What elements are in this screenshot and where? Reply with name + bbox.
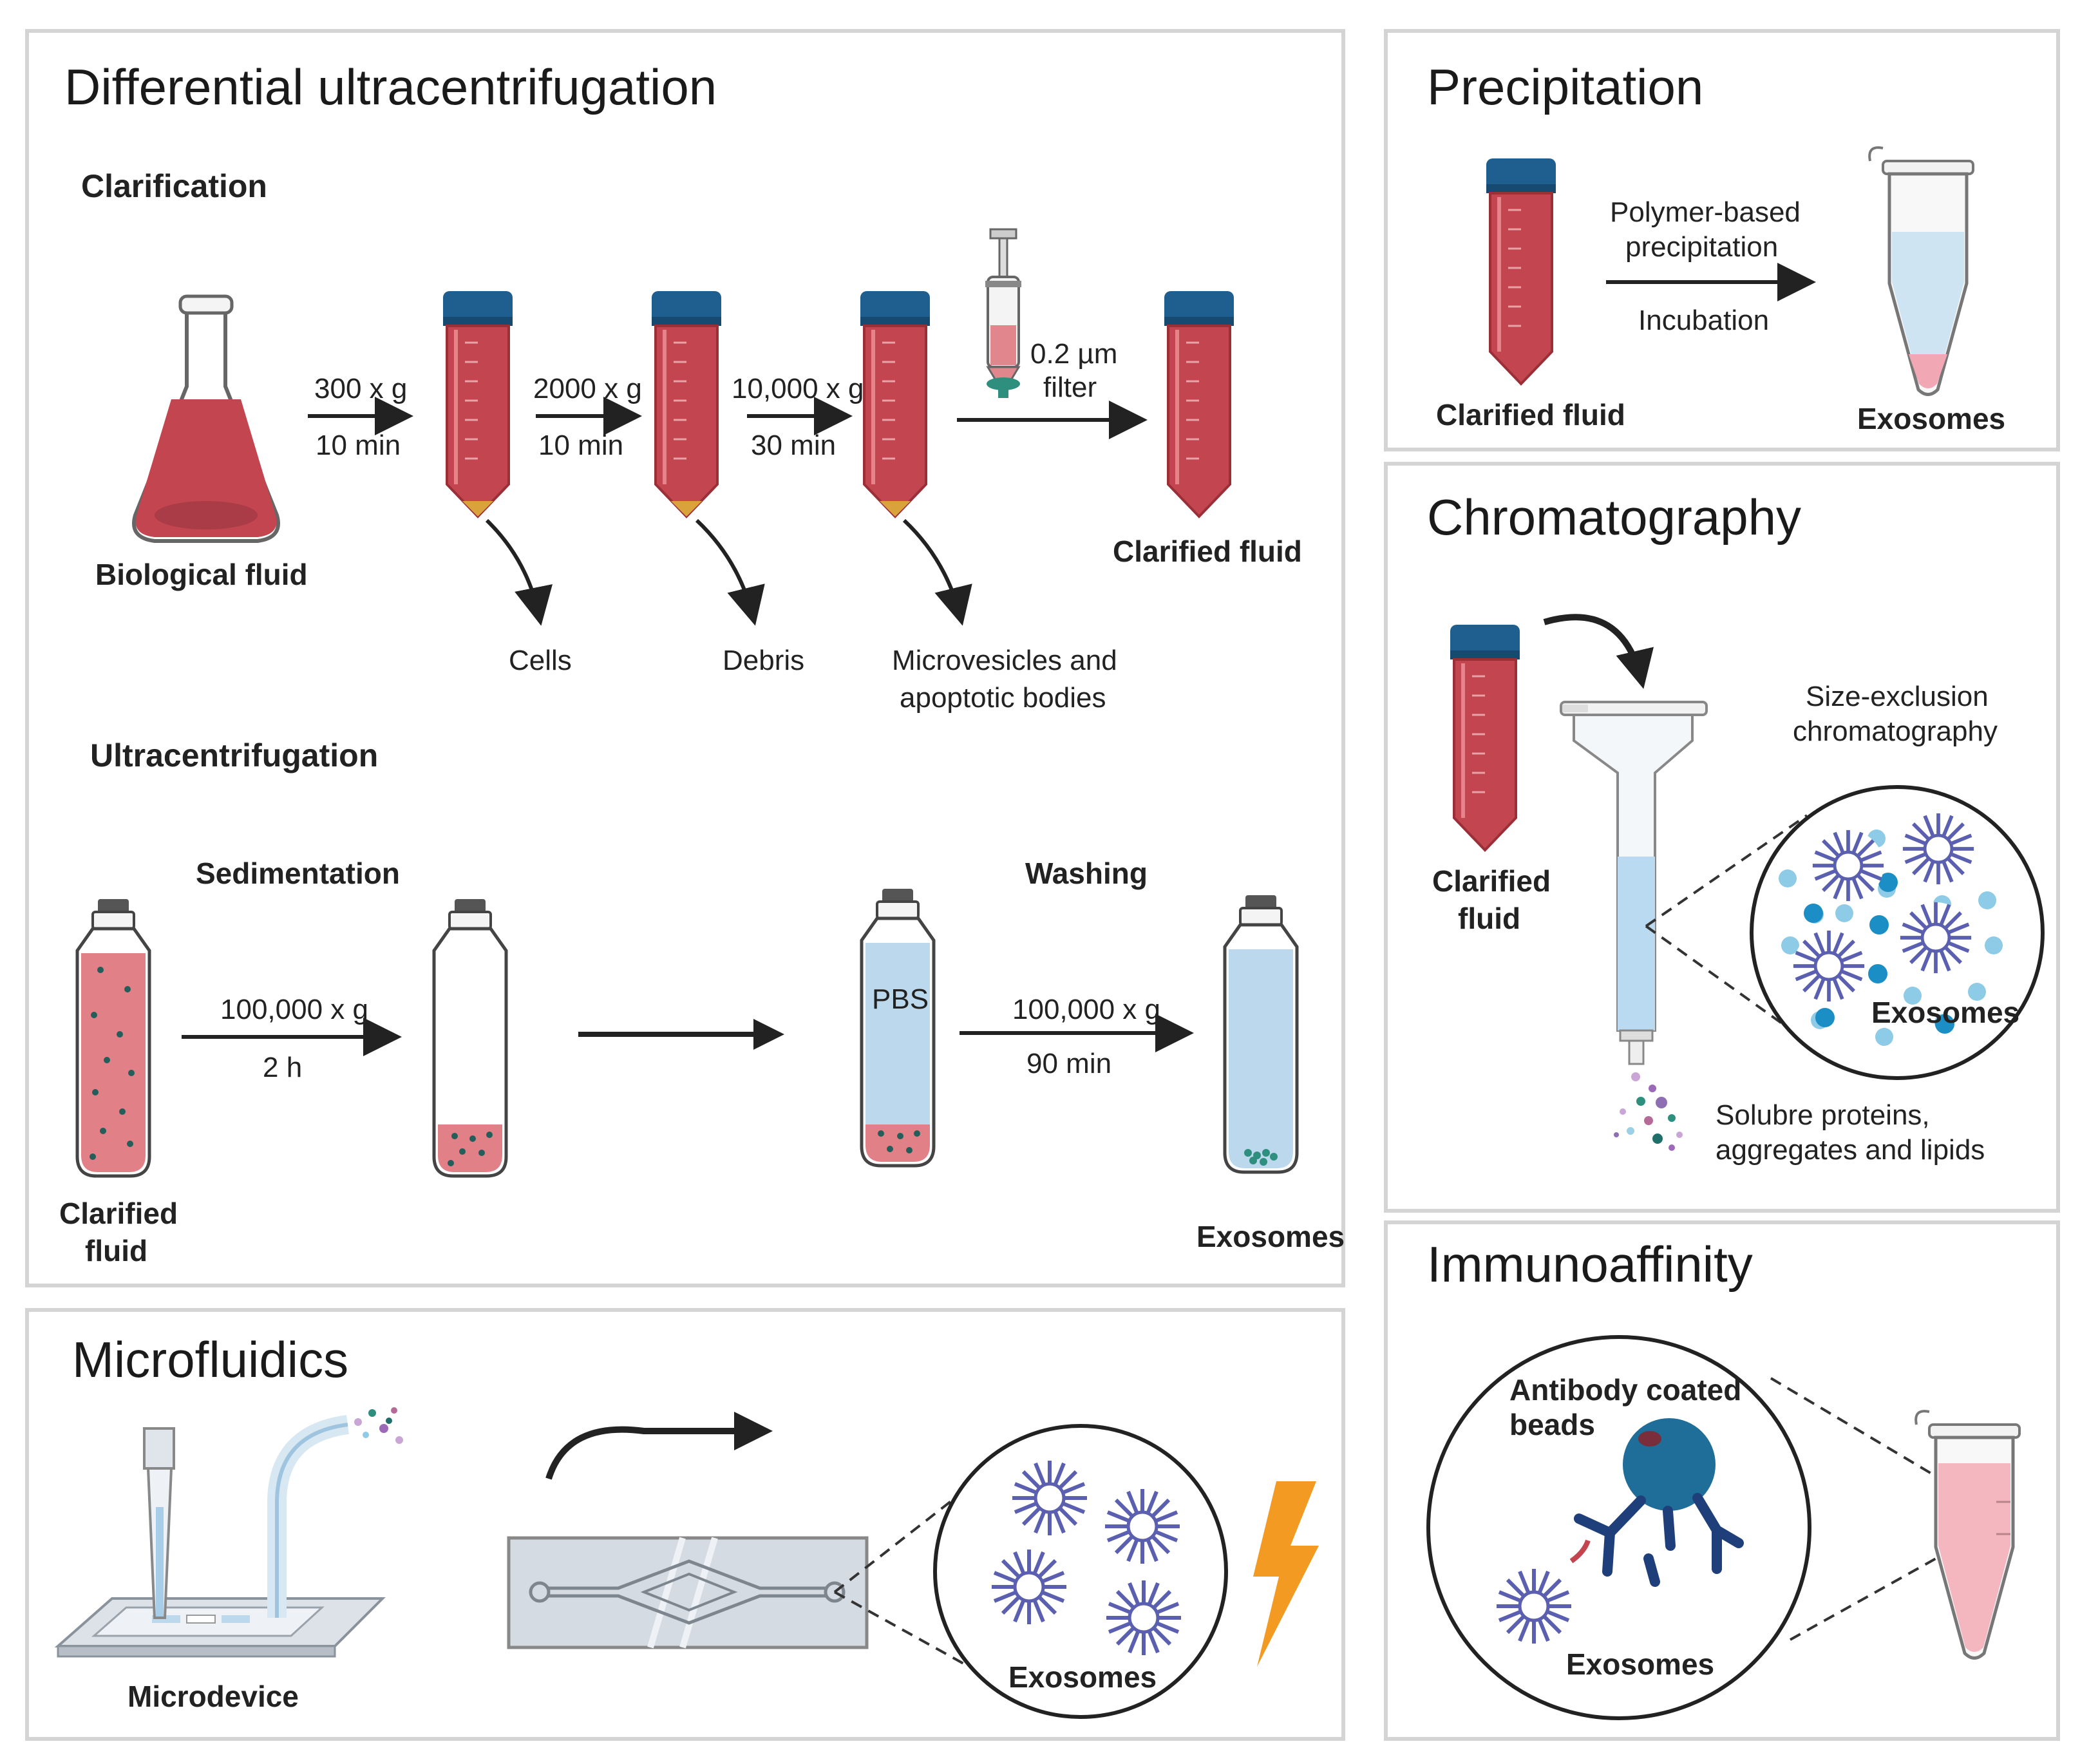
panel-differential-ultracentrifugation: Differential ultracentrifugation Clarifi… — [25, 29, 1345, 1287]
uc-clarified-fluid-line2: fluid — [85, 1234, 147, 1267]
ia-zoom-line-bottom — [1790, 1538, 1971, 1641]
mf-zoom-circle — [933, 1424, 1228, 1719]
precipitation-step-line2: precipitation — [1625, 231, 1778, 263]
step1-time: 10 min — [316, 430, 401, 461]
panel-title-chromatography: Chromatography — [1427, 489, 1801, 545]
microdevice-label: Microdevice — [128, 1680, 299, 1713]
sedimentation-time: 2 h — [263, 1052, 302, 1083]
eluate-line2: aggregates and lipids — [1716, 1134, 1985, 1166]
panel-chromatography: Chromatography Clarified fluid Solubre p… — [1384, 462, 2060, 1213]
load-arrow — [1543, 614, 1654, 689]
panel-immunoaffinity: Immunoaffinity Antibody coated beads Exo… — [1384, 1220, 2060, 1741]
ia-exosomes-label: Exosomes — [1566, 1647, 1714, 1681]
step2-time: 10 min — [538, 430, 623, 461]
uc-tube-start — [77, 899, 149, 1176]
eluate-particles-icon — [1614, 1072, 1683, 1151]
sec-zoom-circle — [1750, 785, 2045, 1080]
washing-time: 90 min — [1026, 1048, 1111, 1079]
filter-pore-size: 0.2 µm — [1030, 338, 1117, 370]
sec-method-line1: Size-exclusion — [1806, 681, 1989, 712]
panel-title-immunoaffinity: Immunoaffinity — [1427, 1236, 1753, 1293]
step2-speed: 2000 x g — [533, 373, 642, 404]
panel-title-duc: Differential ultracentrifugation — [64, 59, 717, 115]
microdevice-icon — [54, 1407, 403, 1658]
cells-label: Cells — [509, 645, 572, 676]
beads-label-line2: beads — [1509, 1408, 1595, 1441]
precipitation-step-line1: Polymer-based — [1610, 196, 1801, 228]
biological-fluid-label: Biological fluid — [95, 558, 308, 591]
mf-zoom-line-bottom — [834, 1591, 988, 1678]
microvesicles-arrow — [902, 518, 972, 626]
precipitation-exosomes-label: Exosomes — [1857, 402, 2005, 435]
ultracentrifugation-heading: Ultracentrifugation — [90, 737, 378, 773]
microfluidics-arrow — [545, 1412, 773, 1480]
clarified-fluid-label: Clarified fluid — [1113, 535, 1302, 568]
chromatography-falcon-tube — [1450, 625, 1520, 850]
uc-tube-exosomes — [1225, 895, 1297, 1172]
step3-time: 30 min — [751, 430, 836, 461]
uc-tube-pellet — [434, 899, 506, 1176]
step3-speed: 10,000 x g — [732, 373, 864, 404]
zoom-line-bottom — [1645, 925, 1788, 1028]
chromatography-clarified-line2: fluid — [1458, 902, 1520, 935]
debris-arrow — [695, 518, 765, 626]
falcon-tube-2 — [652, 291, 721, 517]
clarification-heading: Clarification — [81, 168, 267, 204]
sec-method-line2: chromatography — [1793, 716, 1998, 747]
falcon-tube-1 — [443, 291, 513, 517]
falcon-tube-clarified — [1164, 291, 1234, 517]
washing-speed: 100,000 x g — [1012, 994, 1160, 1025]
panel-microfluidics: Microfluidics Microdevice — [25, 1308, 1345, 1741]
pbs-label: PBS — [872, 983, 929, 1015]
beads-label-line1: Antibody coated — [1509, 1373, 1741, 1407]
precipitation-eppendorf-icon — [1869, 147, 1973, 394]
microfluidic-chip-icon — [507, 1536, 869, 1649]
mf-exosomes-label: Exosomes — [1008, 1660, 1157, 1694]
precipitation-clarified-label: Clarified fluid — [1436, 398, 1625, 432]
eluate-line1: Solubre proteins, — [1716, 1099, 1930, 1131]
uc-clarified-fluid-line1: Clarified — [59, 1197, 178, 1230]
microvesicles-label-line1: Microvesicles and — [892, 645, 1117, 676]
sedimentation-label: Sedimentation — [196, 857, 400, 890]
lightning-bolt-icon — [1253, 1481, 1319, 1667]
uc-exosomes-label: Exosomes — [1196, 1220, 1345, 1253]
flask-icon — [132, 294, 280, 543]
step1-speed: 300 x g — [314, 373, 407, 404]
precipitation-step-line3: Incubation — [1638, 305, 1769, 336]
panel-title-microfluidics: Microfluidics — [72, 1331, 348, 1388]
ia-zoom-circle — [1426, 1335, 1811, 1720]
chromatography-clarified-line1: Clarified — [1432, 864, 1551, 898]
precipitation-falcon-tube — [1486, 158, 1556, 384]
filter-label: filter — [1043, 372, 1097, 403]
syringe-filter-icon — [985, 228, 1021, 398]
zoom-line-top — [1645, 814, 1808, 927]
panel-precipitation: Precipitation Clarified fluid Polymer-ba… — [1384, 29, 2060, 451]
microvesicles-label-line2: apoptotic bodies — [900, 682, 1106, 714]
washing-label: Washing — [1025, 857, 1148, 890]
uc-tube-pbs — [862, 889, 934, 1166]
sedimentation-speed: 100,000 x g — [220, 994, 368, 1025]
sec-exosomes-label: Exosomes — [1871, 996, 2019, 1029]
cells-arrow — [485, 518, 553, 626]
falcon-tube-3 — [860, 291, 930, 517]
sec-column-icon — [1560, 701, 1708, 1065]
ia-eppendorf-icon — [1916, 1411, 2019, 1658]
debris-label: Debris — [723, 645, 804, 676]
panel-title-precipitation: Precipitation — [1427, 59, 1703, 115]
